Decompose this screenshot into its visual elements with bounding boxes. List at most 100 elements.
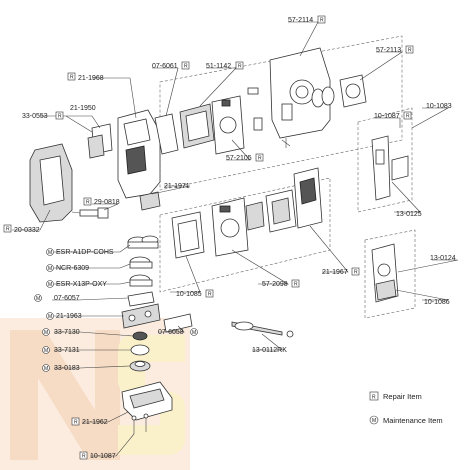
upper-circuit-board-part — [211, 95, 245, 155]
svg-text:R: R — [238, 64, 242, 70]
svg-text:M: M — [48, 266, 52, 272]
front-housing-part — [117, 109, 161, 199]
callout-51-1142: 51-1142 R — [206, 61, 244, 70]
front-label-part — [87, 123, 113, 159]
svg-text:29-0818: 29-0818 — [94, 199, 120, 206]
screw-part — [281, 138, 291, 148]
legend: R Repair Item M Maintenance Item — [369, 391, 443, 425]
upper-assembly-outline — [159, 35, 403, 191]
rubber-boot-part — [29, 143, 73, 223]
svg-text:57-2114: 57-2114 — [288, 17, 313, 24]
callout-21-1971: 21-1971 — [164, 183, 190, 190]
callout-57-2105: 57-2105 R — [226, 153, 264, 162]
callout-33-0183: M 33-0183 — [42, 364, 80, 372]
connector-part — [253, 117, 263, 131]
svg-text:Maintenance Item: Maintenance Item — [383, 416, 443, 425]
svg-text:51-1142: 51-1142 — [206, 63, 231, 70]
callout-21-1968: R 21-1968 — [67, 72, 104, 82]
svg-text:Repair Item: Repair Item — [383, 392, 422, 401]
callout-esr-x13p-oxy: M ESR-X13P-OXY — [46, 280, 107, 288]
svg-text:33-7131: 33-7131 — [54, 347, 80, 354]
svg-text:M: M — [192, 330, 196, 336]
callout-10-1086: 10-1086 — [424, 299, 450, 306]
callout-esr-a1dp-cohs: M ESR-A1DP-COHS — [46, 248, 114, 256]
rear-bracket-outline — [357, 107, 413, 213]
svg-text:R: R — [70, 75, 74, 81]
legend-maintenance: M Maintenance Item — [369, 415, 443, 425]
lcd-display-part — [179, 103, 215, 149]
inlet-cap-part — [129, 360, 151, 372]
svg-text:M: M — [48, 250, 52, 256]
svg-text:13-0112RK: 13-0112RK — [252, 347, 287, 354]
clip-assembly-outline — [364, 229, 416, 319]
svg-text:R: R — [208, 292, 212, 298]
svg-text:07-6058: 07-6058 — [158, 329, 184, 336]
sensor-cover-part — [121, 303, 161, 329]
svg-text:10-1083: 10-1083 — [426, 103, 452, 110]
svg-text:10-1086: 10-1086 — [424, 299, 450, 306]
callout-33-0553: 33-0553 R — [22, 111, 64, 120]
svg-text:21-1950: 21-1950 — [70, 105, 96, 112]
clip-assembly-part — [371, 243, 399, 303]
svg-text:M: M — [372, 418, 376, 424]
callout-57-2113: 57-2113 R — [376, 45, 414, 54]
callout-57-2098: 57-2098 R — [262, 279, 300, 288]
callout-10-1087-lower: R 10-1087 — [79, 451, 116, 460]
callout-20-0332: R 20-0332 — [3, 224, 40, 234]
svg-text:M: M — [44, 348, 48, 354]
callout-10-1087-upper: 10-1087 R — [374, 111, 412, 120]
oxy-sensor-part — [129, 274, 153, 287]
svg-text:ESR-X13P-OXY: ESR-X13P-OXY — [56, 281, 107, 288]
rear-housing-part — [293, 167, 323, 229]
filter-disc-part — [132, 331, 148, 341]
spring-part — [247, 87, 259, 95]
svg-text:NCR-6309: NCR-6309 — [56, 265, 89, 272]
callout-57-2114: 57-2114 R — [288, 15, 326, 24]
svg-text:33-0183: 33-0183 — [54, 365, 80, 372]
svg-text:R: R — [6, 227, 10, 233]
filter-membrane-part — [130, 344, 150, 356]
battery-cover-part — [245, 201, 265, 231]
svg-text:ESR-A1DP-COHS: ESR-A1DP-COHS — [56, 249, 114, 256]
cover-gasket-part — [163, 313, 193, 333]
pump-frame-part — [171, 211, 205, 259]
svg-text:10-1087: 10-1087 — [90, 453, 116, 460]
svg-text:57-2113: 57-2113 — [376, 47, 401, 54]
svg-text:R: R — [320, 18, 324, 24]
callout-07-6057: M 07-6057 — [34, 294, 80, 302]
svg-text:R: R — [372, 395, 376, 401]
svg-text:07-6057: 07-6057 — [54, 295, 80, 302]
svg-text:21-1962: 21-1962 — [82, 419, 108, 426]
svg-text:21-1967: 21-1967 — [322, 269, 348, 276]
callout-21-1963: M 21-1963 — [46, 312, 82, 320]
svg-text:R: R — [258, 156, 262, 162]
svg-text:R: R — [408, 48, 412, 54]
legend-repair: R Repair Item — [369, 391, 422, 401]
callout-07-6061: 07-6061 R — [152, 61, 190, 70]
sensor-seal-part — [127, 291, 155, 307]
callout-13-0125: 13-0125 — [396, 211, 422, 218]
svg-text:33-7130: 33-7130 — [54, 329, 80, 336]
svg-text:10-1087: 10-1087 — [374, 113, 400, 120]
sensor-manifold-part — [311, 74, 367, 108]
svg-text:57-2098: 57-2098 — [262, 281, 288, 288]
callout-33-7131: M 33-7131 — [42, 346, 80, 354]
callout-21-1967: 21-1967 R — [322, 267, 360, 276]
callout-07-6058: 07-6058 M — [158, 328, 198, 336]
watermark-letter-n — [10, 330, 120, 460]
callout-ncr-6309: M NCR-6309 — [46, 264, 89, 272]
callout-21-1950: 21-1950 — [70, 105, 96, 112]
callout-33-7130: M 33-7130 — [42, 328, 80, 336]
svg-text:57-2105: 57-2105 — [226, 155, 252, 162]
svg-text:21-1971: 21-1971 — [164, 183, 190, 190]
svg-text:R: R — [74, 420, 78, 426]
svg-text:13-0125: 13-0125 — [396, 211, 422, 218]
svg-text:R: R — [294, 282, 298, 288]
bottom-screws-part — [131, 413, 149, 434]
svg-text:20-0332: 20-0332 — [14, 227, 40, 234]
svg-text:10-1085: 10-1085 — [176, 291, 202, 298]
svg-text:33-0553: 33-0553 — [22, 113, 48, 120]
svg-text:M: M — [44, 330, 48, 336]
